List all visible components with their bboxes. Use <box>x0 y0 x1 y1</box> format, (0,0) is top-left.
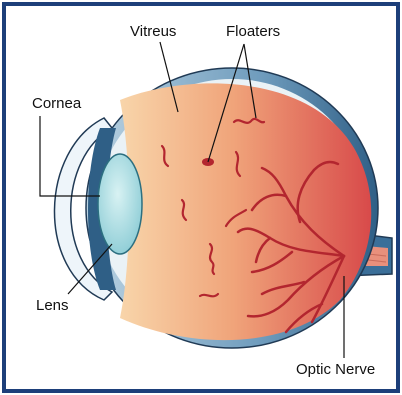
lens-label: Lens <box>36 298 69 313</box>
cornea-label: Cornea <box>32 96 81 111</box>
lens <box>98 154 142 254</box>
floaters-label: Floaters <box>226 24 280 39</box>
optic-nerve-label: Optic Nerve <box>296 362 375 377</box>
vitreus-label: Vitreus <box>130 24 176 39</box>
